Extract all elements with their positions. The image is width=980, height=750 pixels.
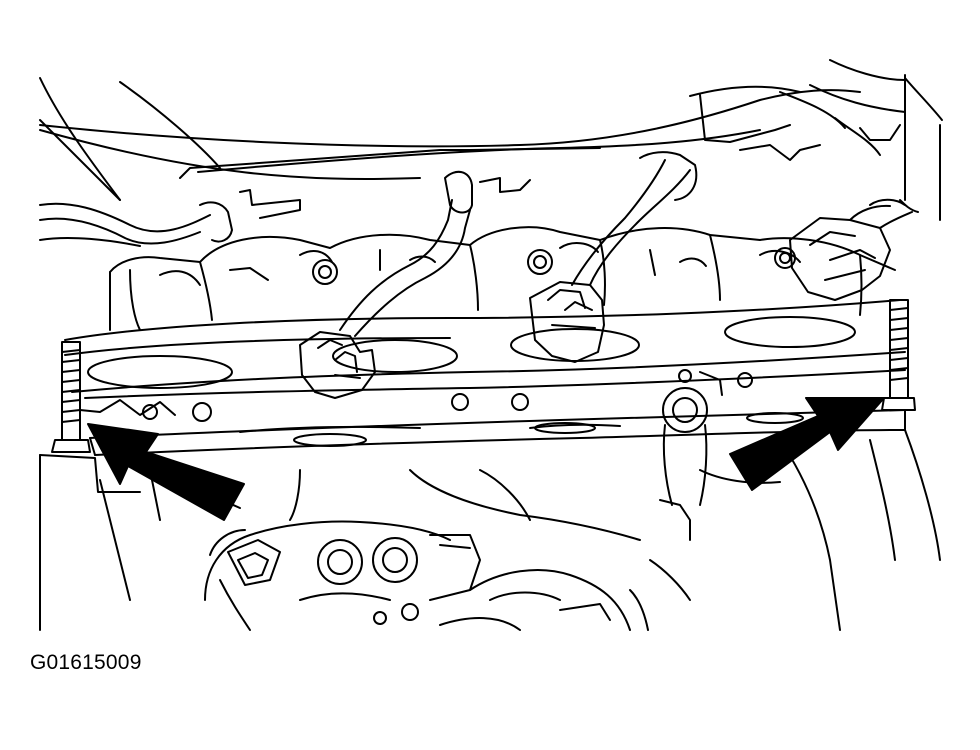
manifold-bolt-bosses: [143, 248, 795, 421]
callout-arrow-right: [730, 398, 884, 490]
left-stud: [52, 342, 90, 452]
figure-code-label: G01615009: [30, 651, 142, 674]
injector-connector-middle: [530, 160, 690, 362]
upper-wire-harness: [40, 152, 918, 246]
right-stud: [882, 300, 915, 410]
upper-body-panel: [40, 60, 942, 220]
intake-manifold-body: [110, 227, 895, 330]
manifold-flange: [65, 300, 905, 455]
front-cover-housing: [205, 522, 690, 630]
injector-connector-right: [790, 206, 912, 300]
injector-connector-left: [300, 200, 470, 398]
callout-arrow-left: [88, 424, 244, 520]
intake-manifold-illustration: [0, 0, 980, 650]
vacuum-fitting: [663, 372, 722, 505]
